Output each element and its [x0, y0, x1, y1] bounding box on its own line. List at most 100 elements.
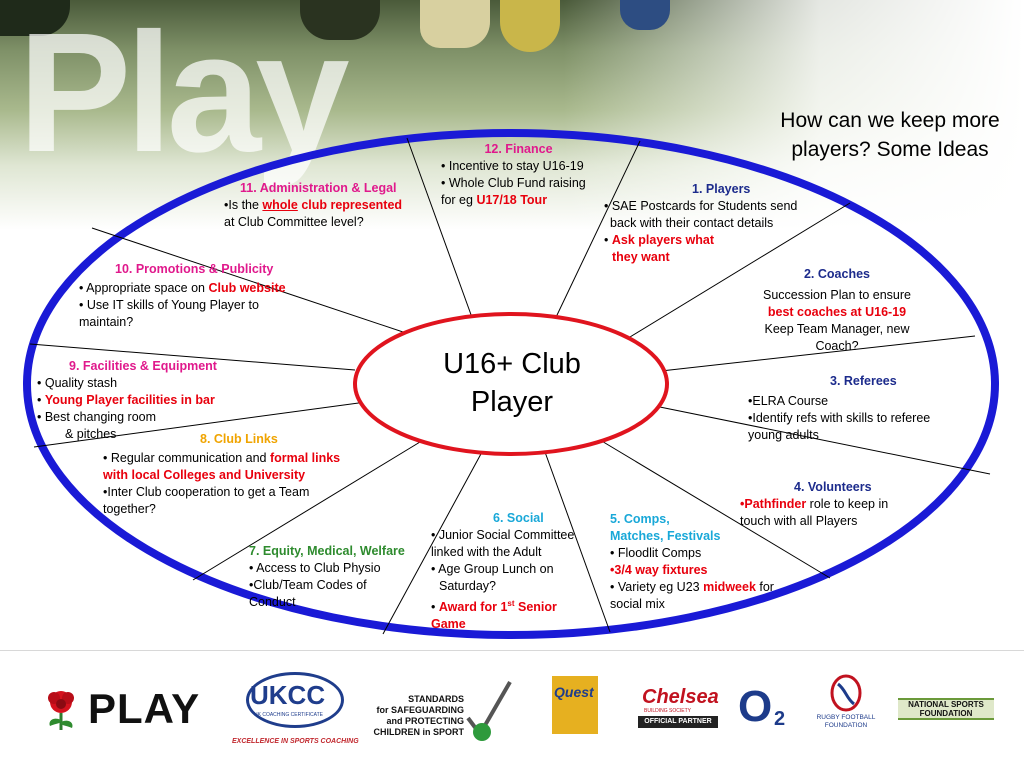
nsf-logo: NATIONAL SPORTS FOUNDATION: [898, 698, 994, 720]
segment-heading: 8. Club Links: [200, 432, 278, 446]
bullet: Game: [431, 617, 466, 632]
bullet: maintain?: [79, 315, 134, 329]
bullet: •Pathfinder role to keep in: [740, 497, 889, 511]
segment-volunteers: 4. Volunteers •Pathfinder role to keep i…: [740, 479, 930, 530]
bullet: • Regular communication and formal links: [103, 451, 341, 465]
chelsea-logo: Chelsea BUILDING SOCIETY OFFICIAL PARTNE…: [638, 686, 720, 730]
quest-text: Quest: [554, 684, 594, 700]
spoke-line: [544, 451, 611, 633]
segment-heading: 10. Promotions & Publicity: [115, 262, 274, 276]
bullet: they want: [612, 250, 670, 264]
segment-heading: 4. Volunteers: [794, 480, 872, 494]
ukcc-logo: UKCC UK COACHING CERTIFICATE EXCELLENCE …: [232, 672, 359, 752]
spoke-line: [91, 227, 413, 336]
segment-admin: 11. Administration & Legal •Is the whole…: [224, 180, 439, 231]
coaches-line: best coaches at U16-19: [767, 305, 907, 319]
bullet: •ELRA Course: [748, 394, 829, 408]
o2-subtext: 2: [774, 708, 786, 730]
bullet: with local Colleges and University: [103, 468, 306, 482]
spoke-line: [651, 335, 976, 373]
segment-heading: 5. Comps,: [610, 512, 670, 526]
bullet: •3/4 way fixtures: [610, 563, 708, 577]
segment-heading: 3. Referees: [830, 374, 897, 388]
bullet: • SAE Postcards for Students send: [604, 199, 798, 213]
safeguarding-text: STANDARDS for SAFEGUARDING and PROTECTIN…: [373, 694, 464, 737]
question-text: How can we keep more players? Some Ideas: [780, 109, 1000, 161]
bullet: •Club/Team Codes of: [249, 578, 367, 592]
ukcc-text: UKCC: [250, 680, 326, 710]
player-leg-shape: [500, 0, 560, 52]
bullet: touch with all Players: [740, 514, 858, 528]
spoke-line: [624, 202, 851, 341]
footer-divider: [0, 650, 1024, 651]
rfu-text: RUGBY FOOTBALL FOUNDATION: [816, 714, 876, 729]
bullet: Conduct: [249, 595, 296, 609]
segment-social: 6. Social • Junior Social Committee link…: [431, 510, 601, 633]
bullet: • Incentive to stay U16-19: [441, 159, 584, 173]
bullet: linked with the Adult: [431, 545, 542, 559]
player-leg-shape: [420, 0, 490, 48]
safeguarding-logo: STANDARDS for SAFEGUARDING and PROTECTIN…: [372, 678, 517, 748]
segment-heading: 2. Coaches: [803, 267, 870, 281]
spoke-line: [547, 140, 641, 335]
spoke-line: [382, 451, 483, 635]
segment-referees: 3. Referees •ELRA Course •Identify refs …: [748, 373, 963, 444]
chelsea-partner-bar: OFFICIAL PARTNER: [638, 716, 718, 728]
spoke-line: [29, 343, 356, 371]
bullet: • Age Group Lunch on: [431, 562, 554, 576]
spoke-line: [599, 439, 831, 579]
spoke-line: [33, 401, 367, 448]
bullet: together?: [103, 502, 156, 516]
segment-heading: 9. Facilities & Equipment: [69, 359, 217, 373]
bullet: • Access to Club Physio: [249, 561, 381, 575]
segment-heading: 7. Equity, Medical, Welfare: [249, 544, 405, 558]
bullet: • Award for 1st Senior: [431, 599, 557, 615]
chelsea-text: Chelsea: [642, 686, 719, 708]
coaches-line: Succession Plan to ensure: [762, 288, 911, 302]
outer-ellipse: [23, 129, 999, 639]
sponsor-footer: PLAY UKCC UK COACHING CERTIFICATE EXCELL…: [0, 648, 1024, 768]
segment-club-links: 8. Club Links • Regular communication an…: [103, 431, 383, 518]
play-logo: PLAY: [36, 684, 226, 734]
segment-coaches: 2. Coaches Succession Plan to ensure bes…: [742, 266, 932, 355]
bullet: social mix: [610, 597, 665, 611]
bullet: back with their contact details: [610, 216, 774, 230]
bullet: • Best changing room: [37, 410, 157, 424]
bullet: • Use IT skills of Young Player to: [79, 298, 259, 312]
bullet: • Appropriate space on Club website: [79, 281, 286, 295]
spoke-line: [406, 137, 479, 335]
segment-finance: 12. Finance • Incentive to stay U16-19 •…: [441, 141, 616, 209]
bullet: • Quality stash: [37, 376, 118, 390]
bullet: • Young Player facilities in bar: [37, 393, 215, 407]
rugby-ball-icon: [830, 674, 862, 712]
center-oval: [353, 312, 669, 456]
nsf-text: NATIONAL SPORTS FOUNDATION: [898, 700, 994, 718]
bullet: •Identify refs with skills to referee: [748, 411, 931, 425]
segment-promotions: 10. Promotions & Publicity • Appropriate…: [79, 261, 329, 331]
spokes: [29, 137, 991, 635]
bullet: • Junior Social Committee: [431, 528, 575, 542]
ukcc-subtext: UK COACHING CERTIFICATE: [254, 712, 323, 718]
segment-comps: 5. Comps, Matches, Festivals • Floodlit …: [610, 511, 810, 613]
player-leg-shape: [300, 0, 380, 40]
segment-heading: 6. Social: [493, 511, 544, 525]
coaches-line: Coach?: [815, 339, 859, 353]
o2-text: O: [738, 682, 773, 731]
bullet: for eg U17/18 Tour: [441, 193, 548, 207]
segment-heading: 12. Finance: [484, 142, 553, 156]
bullet: at Club Committee level?: [224, 215, 364, 229]
ukcc-ring: [246, 672, 344, 728]
bullet: • Variety eg U23 midweek for: [610, 580, 774, 594]
bullet: •Inter Club cooperation to get a Team: [103, 485, 310, 499]
segment-equity: 7. Equity, Medical, Welfare • Access to …: [249, 543, 434, 611]
segment-heading: 11. Administration & Legal: [240, 181, 397, 195]
segment-players: 1. Players • SAE Postcards for Students …: [604, 181, 834, 266]
play-logo-text: PLAY: [88, 685, 201, 732]
rose-icon: [48, 691, 74, 730]
bullet: Saturday?: [439, 579, 496, 593]
rfu-foundation-logo: RUGBY FOOTBALL FOUNDATION: [810, 674, 882, 736]
coaches-line: Keep Team Manager, new: [764, 322, 910, 336]
chelsea-subtext: BUILDING SOCIETY: [644, 708, 691, 714]
banner-play-word: Play: [18, 0, 350, 188]
